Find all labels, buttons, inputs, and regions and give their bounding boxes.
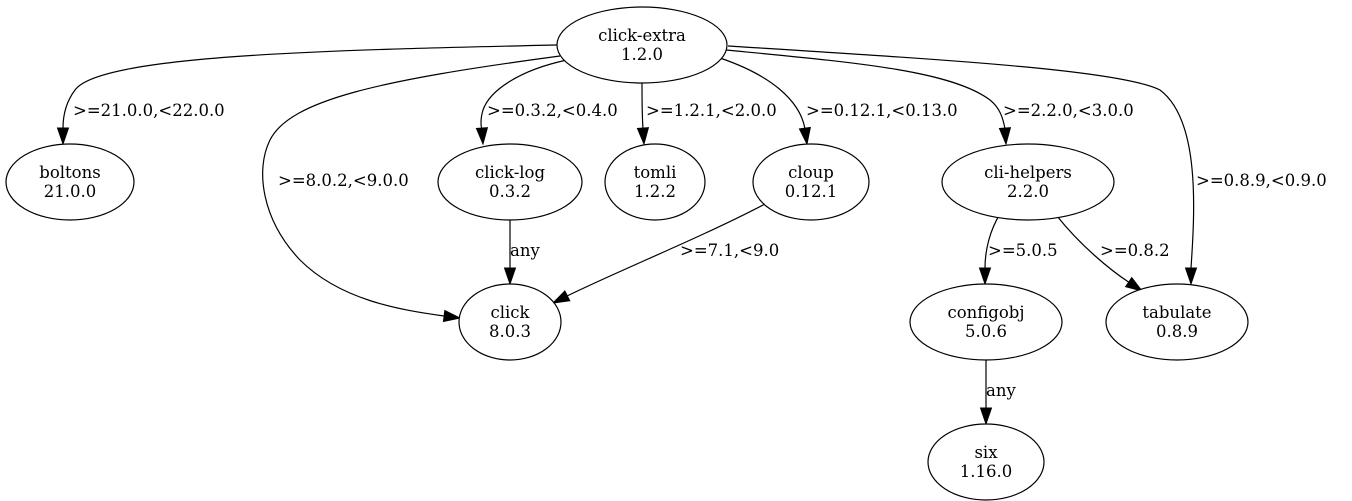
edge-click-extra-to-tomli: >=1.2.1,<2.0.0 xyxy=(636,82,777,146)
edge-label: >=1.2.1,<2.0.0 xyxy=(646,101,777,120)
edge-click-log-to-click: any xyxy=(503,220,540,286)
node-ellipse xyxy=(556,6,728,84)
edge-label: >=2.2.0,<3.0.0 xyxy=(1003,101,1134,120)
edge-configobj-to-six: any xyxy=(979,359,1016,426)
arrowhead xyxy=(979,407,993,426)
node-ellipse xyxy=(909,283,1063,361)
edge-label: >=8.0.2,<9.0.0 xyxy=(278,171,409,190)
arrowhead xyxy=(998,127,1012,146)
node-version: 0.12.1 xyxy=(785,182,837,201)
node-version: 1.16.0 xyxy=(960,462,1012,481)
node-name: six xyxy=(974,443,998,462)
edge-click-extra-to-click: >=8.0.2,<9.0.0 xyxy=(262,55,561,323)
node-version: 0.8.9 xyxy=(1156,322,1198,341)
edge-cli-helpers-to-tabulate: >=0.8.2 xyxy=(1056,215,1170,292)
edge-label: >=21.0.0,<22.0.0 xyxy=(73,101,225,120)
edge-label: >=0.12.1,<0.13.0 xyxy=(806,101,958,120)
arrowhead xyxy=(56,127,70,146)
edge-label: >=5.0.5 xyxy=(988,241,1058,260)
edge-click-extra-to-tabulate: >=0.8.9,<0.9.0 xyxy=(727,45,1327,286)
node-name: cloup xyxy=(788,163,834,182)
arrowhead xyxy=(475,127,489,146)
node-ellipse xyxy=(458,283,562,361)
arrowhead xyxy=(1124,276,1144,292)
node-name: click-log xyxy=(475,163,546,182)
node-ellipse xyxy=(604,143,706,221)
arrowhead xyxy=(978,267,992,286)
arrowhead xyxy=(503,267,517,286)
node-ellipse xyxy=(752,143,870,221)
edge-click-extra-to-boltons: >=21.0.0,<22.0.0 xyxy=(56,44,558,146)
node-name: click xyxy=(490,303,530,322)
node-ellipse xyxy=(1105,283,1249,361)
edge-label: any xyxy=(510,241,540,260)
edge-line xyxy=(641,82,644,130)
node-ellipse xyxy=(941,143,1115,221)
edge-click-extra-to-click-log: >=0.3.2,<0.4.0 xyxy=(475,59,618,146)
edge-label: any xyxy=(986,381,1016,400)
edge-line xyxy=(1056,215,1131,284)
node-name: configobj xyxy=(948,303,1025,322)
edge-line xyxy=(262,55,561,317)
node-version: 0.3.2 xyxy=(489,182,531,201)
node-version: 5.0.6 xyxy=(965,322,1007,341)
node-ellipse xyxy=(437,143,583,221)
node-version: 1.2.2 xyxy=(634,182,676,201)
arrowhead xyxy=(636,127,650,146)
node-name: boltons xyxy=(39,163,100,182)
node-name: click-extra xyxy=(598,26,686,45)
arrowhead xyxy=(551,290,571,304)
edge-label: >=0.3.2,<0.4.0 xyxy=(487,101,618,120)
node-ellipse xyxy=(927,423,1045,501)
node-name: tomli xyxy=(634,163,677,182)
edge-cloup-to-click: >=7.1,<9.0 xyxy=(551,203,779,304)
edge-line xyxy=(480,59,568,130)
node-name: cli-helpers xyxy=(984,163,1072,182)
edge-line xyxy=(719,57,806,130)
node-version: 8.0.3 xyxy=(489,322,531,341)
edge-line xyxy=(62,44,558,129)
node-ellipse xyxy=(5,143,135,221)
edge-click-extra-to-cli-helpers: >=2.2.0,<3.0.0 xyxy=(725,49,1134,146)
edge-cli-helpers-to-configobj: >=5.0.5 xyxy=(978,213,1058,286)
node-version: 21.0.0 xyxy=(44,182,96,201)
arrowhead xyxy=(798,126,811,146)
arrowhead xyxy=(1184,267,1198,286)
edge-label: >=0.8.9,<0.9.0 xyxy=(1196,171,1327,190)
edge-click-extra-to-cloup: >=0.12.1,<0.13.0 xyxy=(719,57,958,146)
edge-line xyxy=(566,203,766,297)
node-version: 2.2.0 xyxy=(1007,182,1049,201)
edge-line xyxy=(725,49,1006,130)
arrowhead xyxy=(442,309,462,323)
node-version: 1.2.0 xyxy=(621,45,663,64)
edge-line xyxy=(727,45,1195,269)
edge-label: >=0.8.2 xyxy=(1100,241,1170,260)
node-name: tabulate xyxy=(1142,303,1211,322)
edge-label: >=7.1,<9.0 xyxy=(680,241,779,260)
